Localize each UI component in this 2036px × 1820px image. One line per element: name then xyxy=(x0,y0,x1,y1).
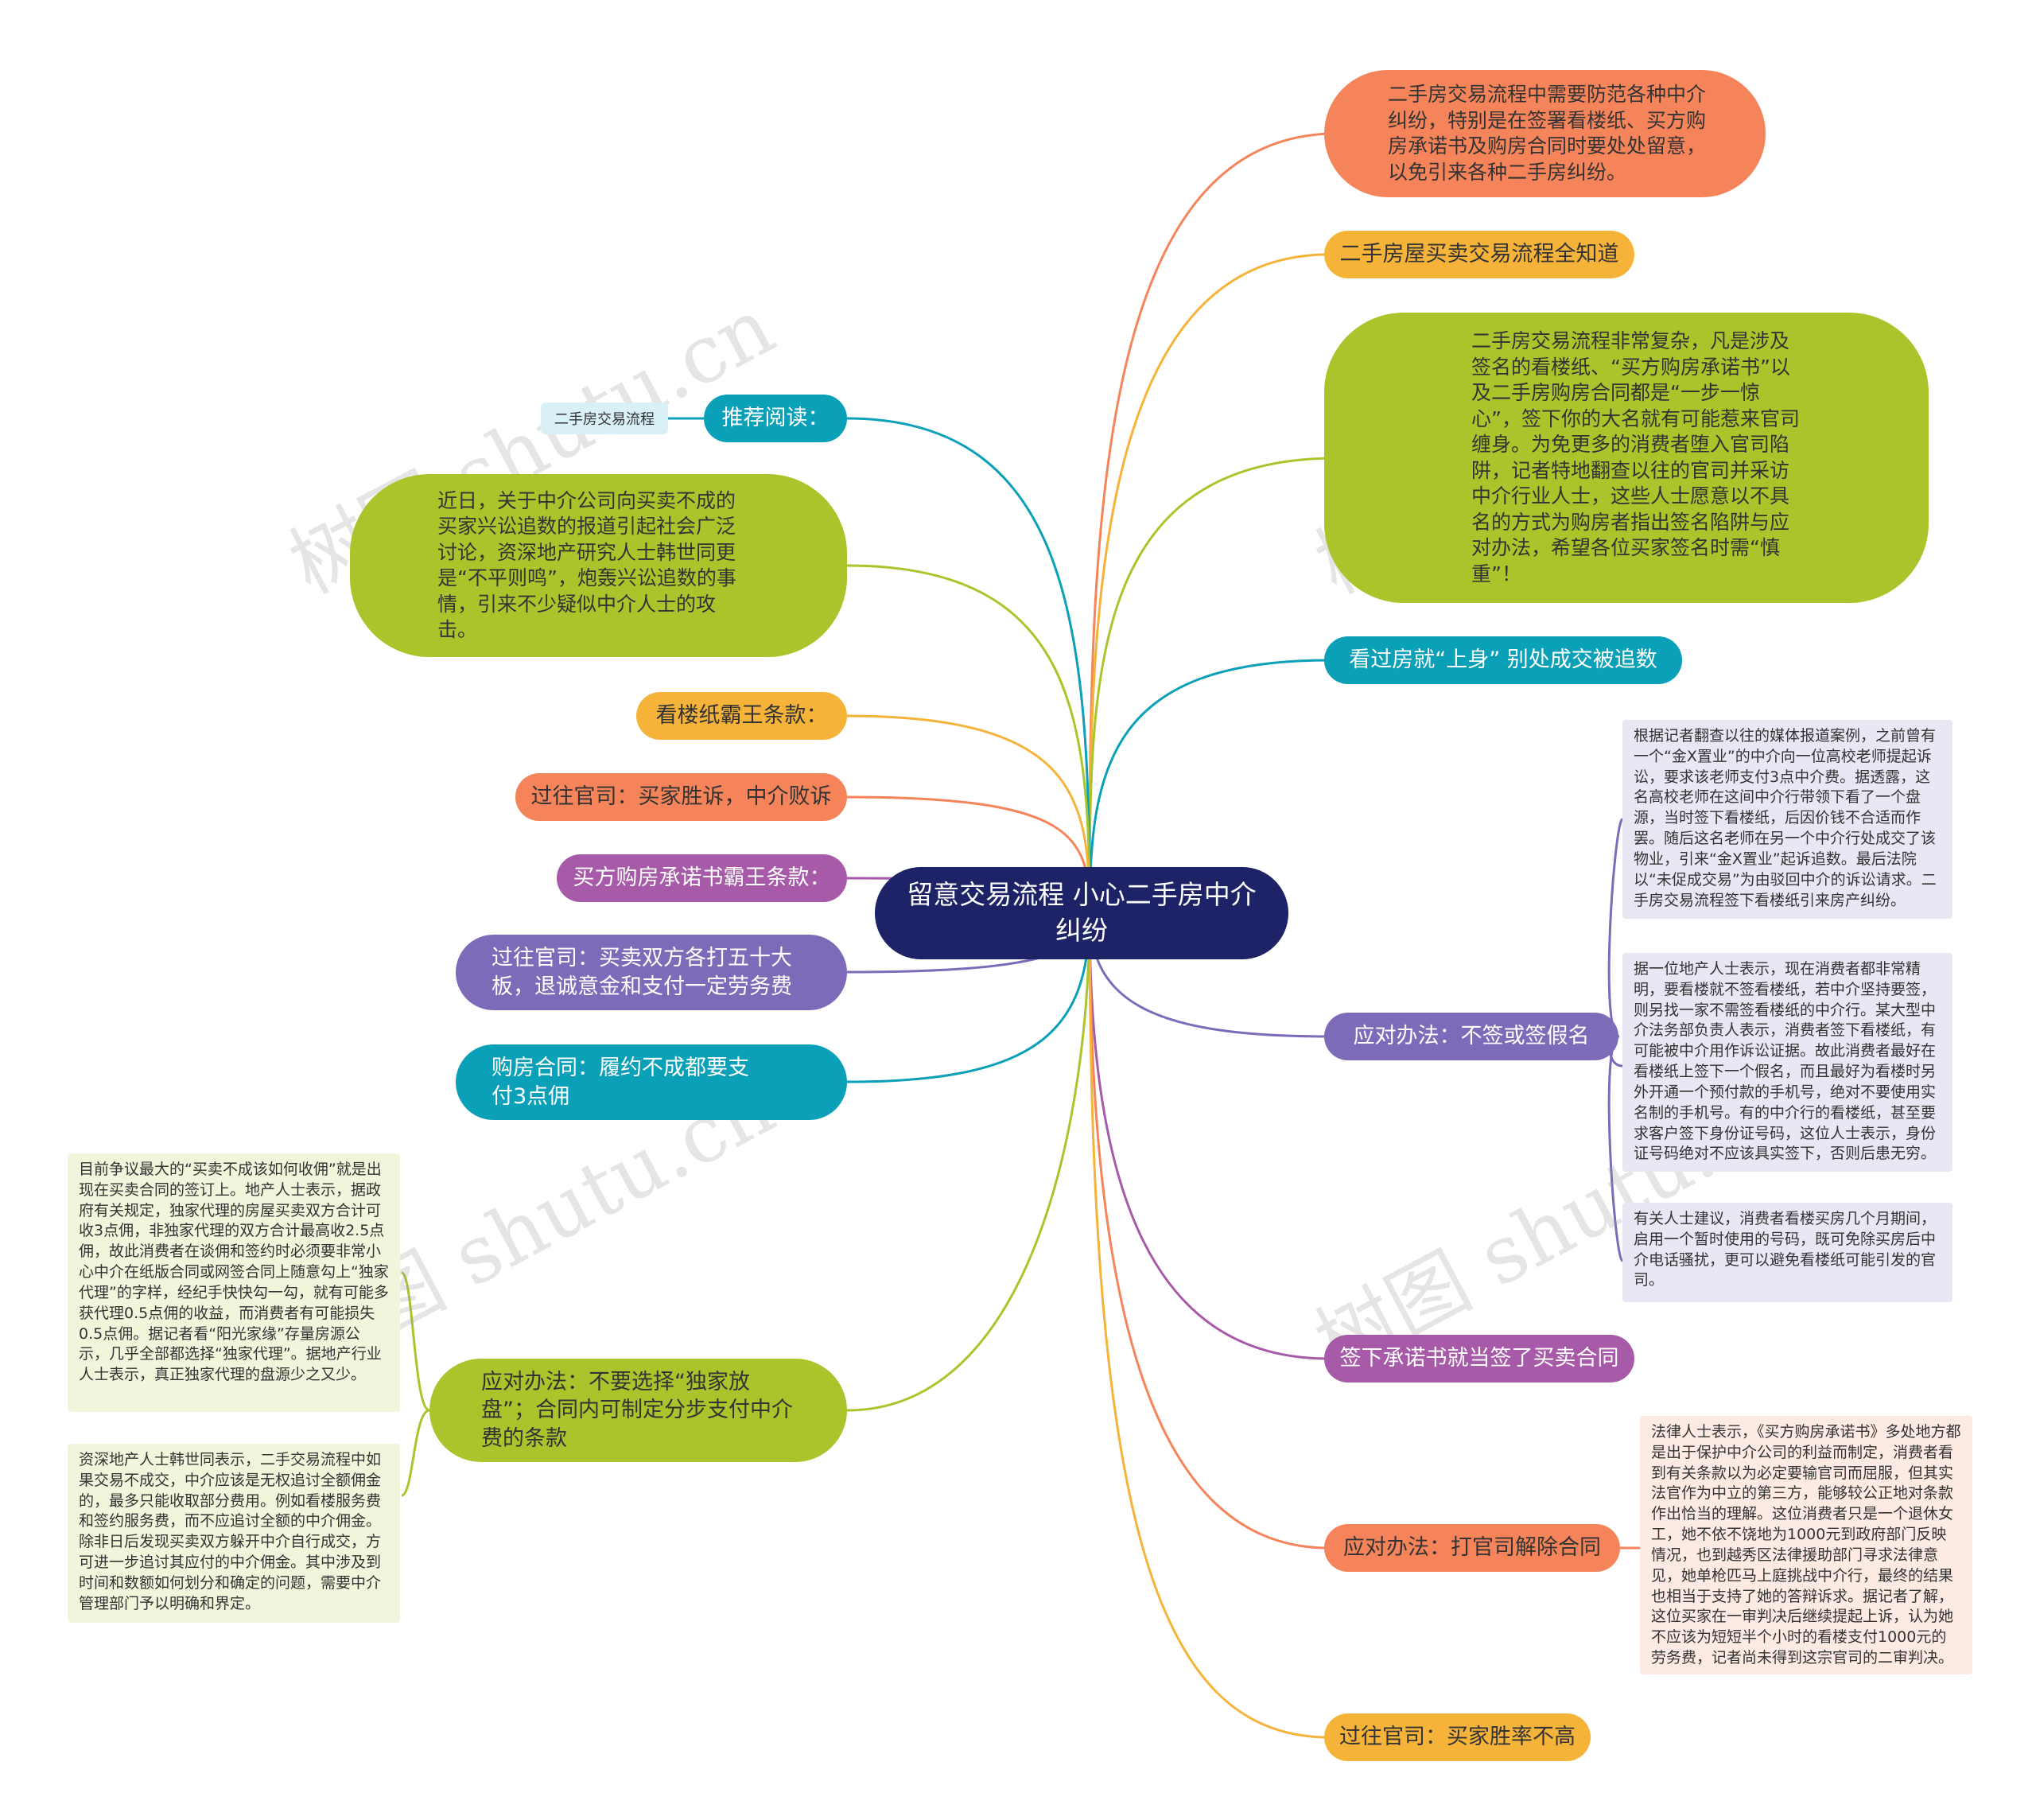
note-fake-name-3: 有关人士建议，消费者看楼买房几个月期间，启用一个暂时使用的号码，既可免除买房后中… xyxy=(1622,1203,1952,1302)
node-clause-commitment[interactable]: 买方购房承诺书霸王条款： xyxy=(557,854,847,902)
node-warning[interactable]: 二手房交易流程中需要防范各种中介纠纷，特别是在签署看楼纸、买方购房承诺书及购房合… xyxy=(1324,70,1766,197)
central-topic-label: 留意交易流程 小心二手房中介纠纷 xyxy=(907,879,1257,946)
node-clause-floorplan[interactable]: 看楼纸霸王条款： xyxy=(636,692,847,740)
node-measure-fake-name[interactable]: 应对办法：不签或签假名 xyxy=(1324,1013,1618,1060)
tag-related-article[interactable]: 二手房交易流程 xyxy=(541,402,668,434)
note-exclusive-1: 目前争议最大的“买卖不成该如何收佣”就是出现在买卖合同的签订上。地产人士表示，据… xyxy=(68,1153,400,1412)
node-contract[interactable]: 购房合同：履约不成都要支付3点佣 xyxy=(456,1044,847,1120)
node-commitment-contract[interactable]: 签下承诺书就当签了买卖合同 xyxy=(1324,1335,1634,1382)
note-lawsuit: 法律人士表示，《买方购房承诺书》多处地方都是出于保护中介公司的利益而制定，消费者… xyxy=(1640,1416,1972,1674)
node-low-win-rate[interactable]: 过往官司：买家胜率不高 xyxy=(1324,1713,1591,1761)
note-fake-name-1: 根据记者翻查以往的媒体报道案例，之前曾有一个“金X置业”的中介向一位高校老师提起… xyxy=(1622,720,1952,919)
node-recommend[interactable]: 推荐阅读： xyxy=(704,395,847,442)
node-measure-exclusive[interactable]: 应对办法：不要选择“独家放盘”；合同内可制定分步支付中介费的条款 xyxy=(429,1359,847,1462)
node-case-split[interactable]: 过往官司：买卖双方各打五十大板，退诚意金和支付一定劳务费 xyxy=(456,935,847,1010)
node-case-buyer-wins[interactable]: 过往官司：买家胜诉，中介败诉 xyxy=(515,773,847,821)
note-exclusive-2: 资深地产人士韩世同表示，二手交易流程中如果交易不成交，中介应该是无权追讨全额佣金… xyxy=(68,1444,400,1623)
node-viewed-chased[interactable]: 看过房就“上身” 别处成交被追数 xyxy=(1324,636,1682,684)
note-fake-name-2: 据一位地产人士表示，现在消费者都非常精明，要看楼就不签看楼纸，若中介坚持要签，则… xyxy=(1622,953,1952,1172)
central-topic[interactable]: 留意交易流程 小心二手房中介纠纷 xyxy=(875,867,1288,959)
node-measure-lawsuit[interactable]: 应对办法：打官司解除合同 xyxy=(1324,1524,1620,1572)
node-complex-process[interactable]: 二手房交易流程非常复杂，凡是涉及签名的看楼纸、“买方购房承诺书”以及二手房购房合… xyxy=(1324,313,1929,603)
node-full-guide[interactable]: 二手房屋买卖交易流程全知道 xyxy=(1324,231,1634,278)
node-intro[interactable]: 近日，关于中介公司向买卖不成的买家兴讼追数的报道引起社会广泛讨论，资深地产研究人… xyxy=(350,474,847,657)
